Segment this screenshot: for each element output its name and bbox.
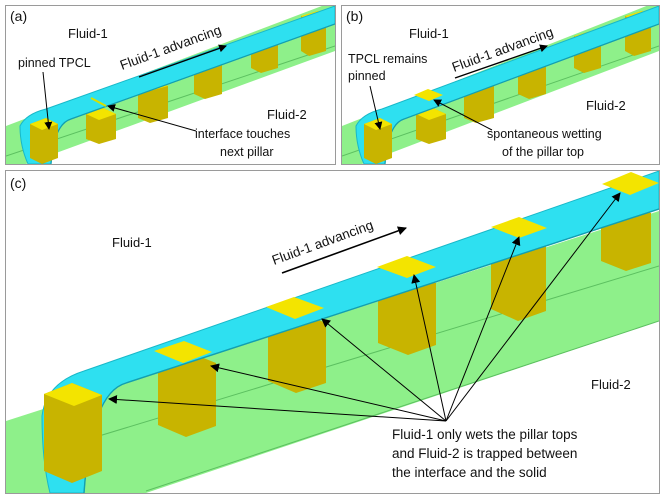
pillar [158,351,216,437]
panel-a: Fluid-1 advancing (a) Fluid-1 Fluid-2 pi… [5,5,336,165]
pillar-top [602,172,659,195]
advancing-arrow [281,226,407,274]
interface-label-line1: interface touches [195,127,290,141]
fluid1-label: Fluid-1 [112,235,152,250]
pillar-tops [154,172,659,363]
advancing-arrow [138,44,227,78]
note-line2: and Fluid-2 is trapped between [392,446,577,461]
advancing-arrow [454,44,548,79]
panel-a-label: (a) [10,8,27,24]
wetting-label-line1: spontaneous wetting [487,127,602,141]
pillar-top [491,217,547,238]
tpcl-label-line2: pinned [348,69,386,83]
interface-contact-mark [90,97,107,107]
wetting-label-line2: of the pillar top [502,145,584,159]
advancing-label: Fluid-1 advancing [270,217,375,268]
fluid2-label: Fluid-2 [267,107,307,122]
substrate-edge [145,320,659,492]
interface-pointer [107,104,197,132]
tpcl-pointer [369,85,383,130]
pinned-pointer [42,71,53,130]
panel-b: Fluid-1 advancing (b) Fluid-1 Fluid-2 TP… [341,5,660,165]
panel-b-figure: Fluid-1 advancing (b) Fluid-1 Fluid-2 TP… [342,6,659,164]
pillar-top [377,256,436,278]
interface-label-line2: next pillar [220,145,274,159]
note-line1: Fluid-1 only wets the pillar tops [392,427,578,442]
pinned-pillar [364,118,392,164]
substrate-edge [342,45,659,157]
fluid1-label: Fluid-1 [409,26,449,41]
panel-b-label: (b) [346,8,363,24]
wetted-pillar-top [414,89,443,101]
pillar-top [154,341,212,363]
tpcl-label-line1: TPCL remains [348,52,427,66]
pillar [416,108,446,144]
note-line3: the interface and the solid [392,465,547,480]
note-pointers [108,192,621,422]
fluid1-label: Fluid-1 [68,26,108,41]
wetting-pointer [433,99,493,131]
panel-c: Fluid-1 advancing (c) Fluid-1 Fluid-2 Fl… [5,170,660,494]
pinned-pillar [30,118,58,164]
panel-a-figure: Fluid-1 advancing (a) Fluid-1 Fluid-2 pi… [6,6,335,164]
fluid2-label: Fluid-2 [586,98,626,113]
panel-c-label: (c) [10,175,26,191]
pillar [86,108,116,144]
fluid2-label: Fluid-2 [591,377,631,392]
pinned-tpcl-label: pinned TPCL [18,56,91,70]
pinned-pillar [44,383,102,483]
pillar-top [266,297,324,319]
panel-c-figure: Fluid-1 advancing (c) Fluid-1 Fluid-2 Fl… [6,171,659,493]
substrate-edge [6,45,335,157]
